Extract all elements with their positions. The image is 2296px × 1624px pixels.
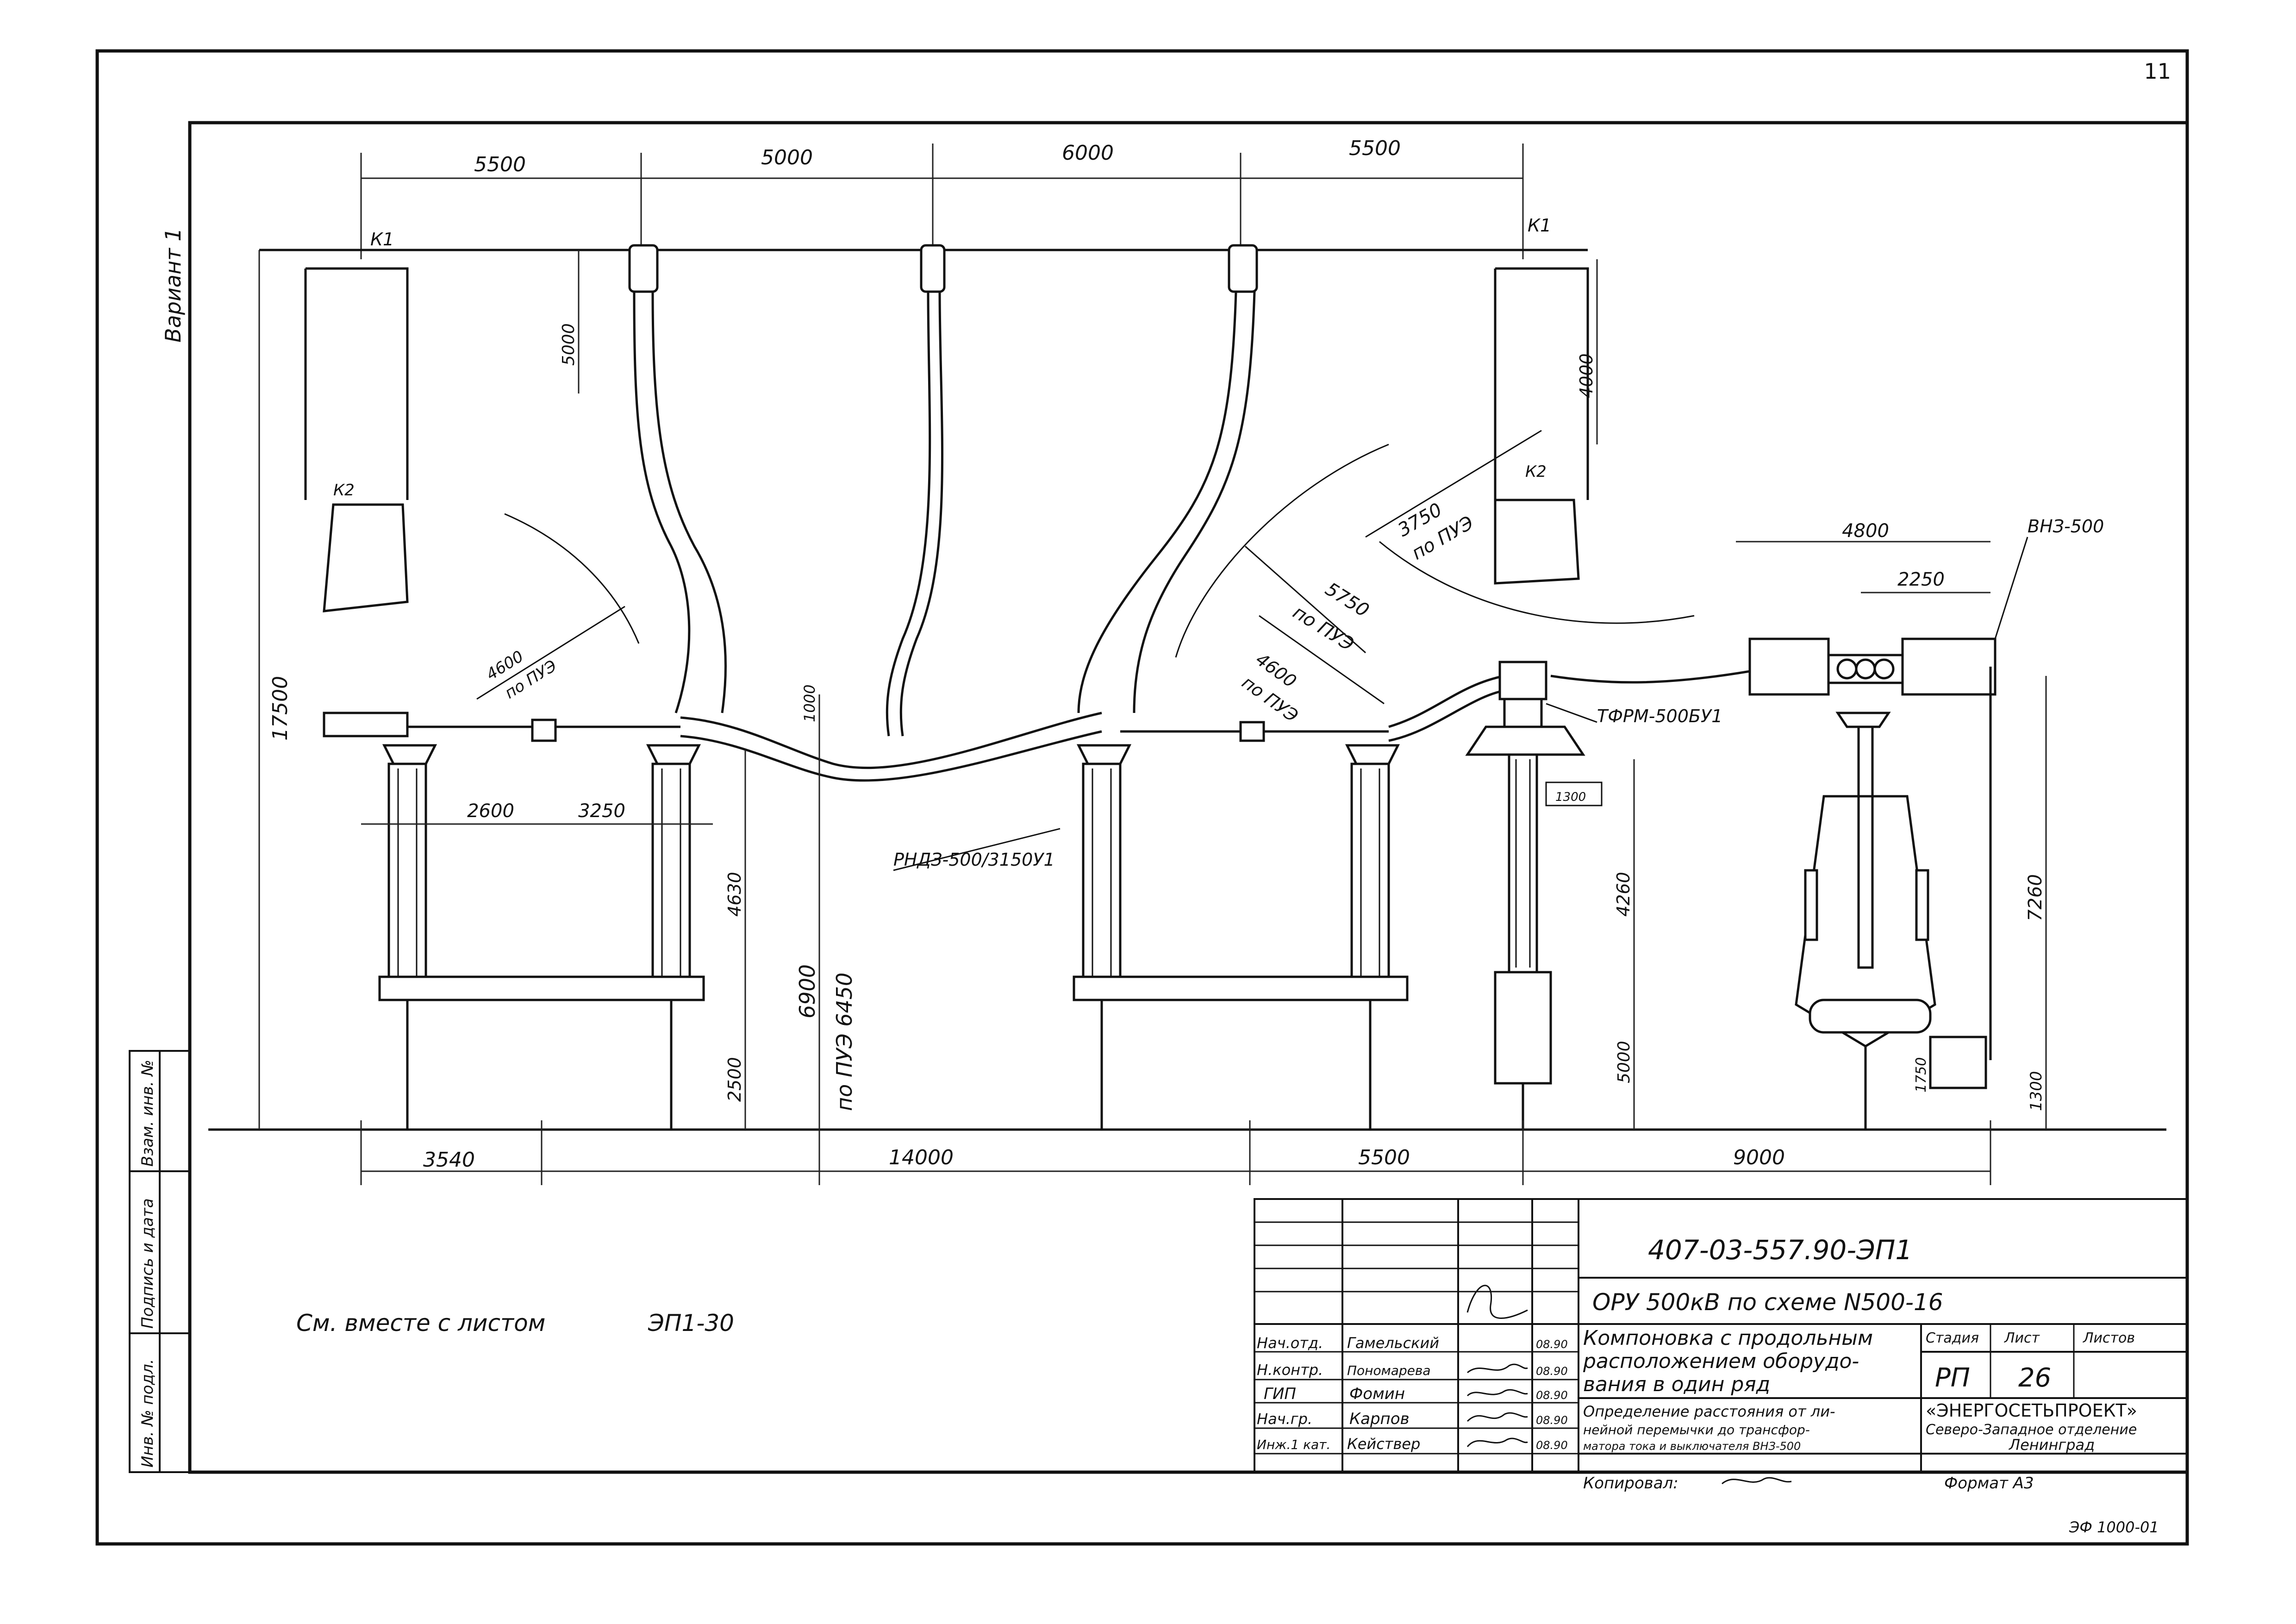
bottom-dimension-chain: 3540 14000 5500 9000	[360, 1120, 1991, 1185]
height-2500-dim: 2500	[724, 1057, 745, 1102]
ct-height-dim: 4260	[1613, 872, 1634, 917]
right-height-dim: 7260	[2025, 874, 2046, 921]
sheet-corner-number: 11	[2144, 59, 2171, 84]
doc-title-line-2: расположением оборудо-	[1583, 1349, 1859, 1373]
es-leader	[1994, 537, 2028, 639]
role-2: Н.контр.	[1257, 1361, 1323, 1379]
disconnector-left	[378, 744, 705, 1130]
center-height-dim: 6900	[795, 964, 820, 1018]
clearance-arcs	[476, 430, 1695, 705]
suspension-insulators	[628, 244, 1258, 293]
linking-conductor	[323, 670, 1750, 782]
disconnector-right	[1073, 744, 1409, 1130]
role-5: Инж.1 кат.	[1257, 1437, 1330, 1452]
total-height-dim: 17500	[268, 676, 292, 741]
name-2: Пономарева	[1347, 1363, 1431, 1378]
top-dim-1: 5500	[474, 153, 526, 176]
sheets-header: Листов	[2083, 1330, 2135, 1346]
dim-2250: 2250	[1897, 569, 1945, 590]
variant-label: Вариант 1	[161, 228, 186, 343]
doc-subtitle-line-1: Определение расстояния от ли-	[1583, 1403, 1835, 1420]
name-5: Кействер	[1347, 1435, 1420, 1453]
title-block	[1254, 1198, 2188, 1473]
stamp-replace-label: Взам. инв. №	[138, 1060, 157, 1167]
sheet-value: 26	[2018, 1363, 2051, 1393]
signatures	[1466, 1285, 1528, 1447]
ct-label: ТФРМ-500БУ1	[1597, 706, 1722, 726]
copied-signature	[1722, 1477, 1792, 1485]
drop-left-dim: 5000	[559, 323, 578, 366]
date-3: 08.90	[1536, 1389, 1568, 1402]
top-dimension-chain: 5500 5000 6000 5500	[360, 137, 1524, 259]
date-5: 08.90	[1536, 1439, 1568, 1452]
stamp-signature-label: Подпись и дата	[138, 1198, 157, 1329]
org-city: Ленинград	[2009, 1436, 2095, 1454]
stage-value: РП	[1935, 1363, 1970, 1393]
stage-header: Стадия	[1926, 1330, 1979, 1346]
bus-mark-k2-left: К2	[333, 481, 355, 500]
org-name: «ЭНЕРГОСЕТЬПРОЕКТ»	[1926, 1400, 2137, 1421]
doc-subtitle-line-2: нейной перемычки до трансфор-	[1583, 1422, 1810, 1437]
role-1: Нач.отд.	[1257, 1334, 1323, 1352]
left-stamp: Инв. № подл. Подпись и дата Взам. инв. №	[129, 1050, 191, 1473]
name-4: Карпов	[1349, 1410, 1410, 1428]
bottom-dim-4: 9000	[1733, 1146, 1785, 1169]
bottom-dim-2: 14000	[889, 1146, 954, 1169]
sheet-header: Лист	[2004, 1330, 2040, 1346]
doc-title-line-1: Компоновка с продольным	[1583, 1326, 1873, 1350]
bus-mark-k2-right: К2	[1525, 462, 1547, 481]
name-1: Гамельский	[1347, 1334, 1439, 1352]
role-4: Нач.гр.	[1257, 1410, 1312, 1428]
date-2: 08.90	[1536, 1365, 1568, 1378]
dim-4800: 4800	[1842, 520, 1889, 542]
doc-title-line-3: вания в один ряд	[1583, 1373, 1770, 1396]
doc-subtitle-line-3: матора тока и выключателя ВНЗ-500	[1583, 1440, 1801, 1453]
form-code: ЭФ 1000-01	[2069, 1518, 2159, 1536]
bus-mark-k1-right: К1	[1528, 215, 1551, 236]
bottom-dim-3: 5500	[1358, 1146, 1410, 1169]
see-also-sheet: ЭП1-30	[648, 1310, 734, 1337]
top-dim-2: 5000	[761, 146, 813, 169]
copied-label: Копировал:	[1583, 1474, 1678, 1493]
bottom-dim-1: 3540	[423, 1148, 475, 1172]
date-1: 08.90	[1536, 1338, 1568, 1351]
stamp-inv-label: Инв. № подл.	[138, 1359, 157, 1468]
name-3: Фомин	[1349, 1385, 1405, 1403]
center-pue-dim: по ПУЭ 6450	[832, 973, 857, 1111]
ct-base-dim: 5000	[1615, 1041, 1634, 1083]
dim-2600: 2600	[467, 800, 514, 822]
format-label: Формат А3	[1944, 1474, 2034, 1493]
right-base-dim: 1300	[2027, 1071, 2046, 1111]
left-portal-column: К2	[304, 267, 409, 612]
ct-leader	[1546, 703, 1597, 723]
ct-small-box	[1545, 781, 1603, 806]
top-dim-4: 5500	[1349, 137, 1401, 160]
see-also-text: См. вместе с листом	[296, 1310, 545, 1337]
org-branch: Северо-Западное отделение	[1926, 1422, 2137, 1438]
disconnector-leader	[893, 828, 1061, 871]
sag-dim: 1000	[801, 685, 818, 722]
top-dim-3: 6000	[1062, 141, 1114, 165]
role-3: ГИП	[1264, 1385, 1296, 1403]
doc-subject: ОРУ 500кВ по схеме N500-16	[1592, 1289, 1943, 1316]
disconnector-label: РНДЗ-500/3150У1	[893, 849, 1055, 870]
date-4: 08.90	[1536, 1414, 1568, 1427]
right-portal-column: К2	[1494, 267, 1589, 585]
right-small-dim: 1750	[1913, 1057, 1929, 1093]
radius-r2: 5750	[1322, 578, 1373, 621]
es-label: ВНЗ-500	[2028, 516, 2104, 537]
current-transformer	[1465, 661, 1585, 1130]
earthing-switch	[1748, 637, 1997, 1130]
bus-mark-k1-left: К1	[370, 229, 394, 250]
conductor-droppers	[633, 291, 1256, 737]
height-4630-dim: 4630	[724, 872, 745, 917]
ct-small-dim: 1300	[1555, 790, 1586, 804]
doc-code: 407-03-557.90-ЭП1	[1648, 1234, 1912, 1266]
dim-3250: 3250	[578, 800, 625, 822]
drop-right-dim: 4000	[1576, 353, 1597, 398]
inner-frame	[188, 121, 2189, 1474]
